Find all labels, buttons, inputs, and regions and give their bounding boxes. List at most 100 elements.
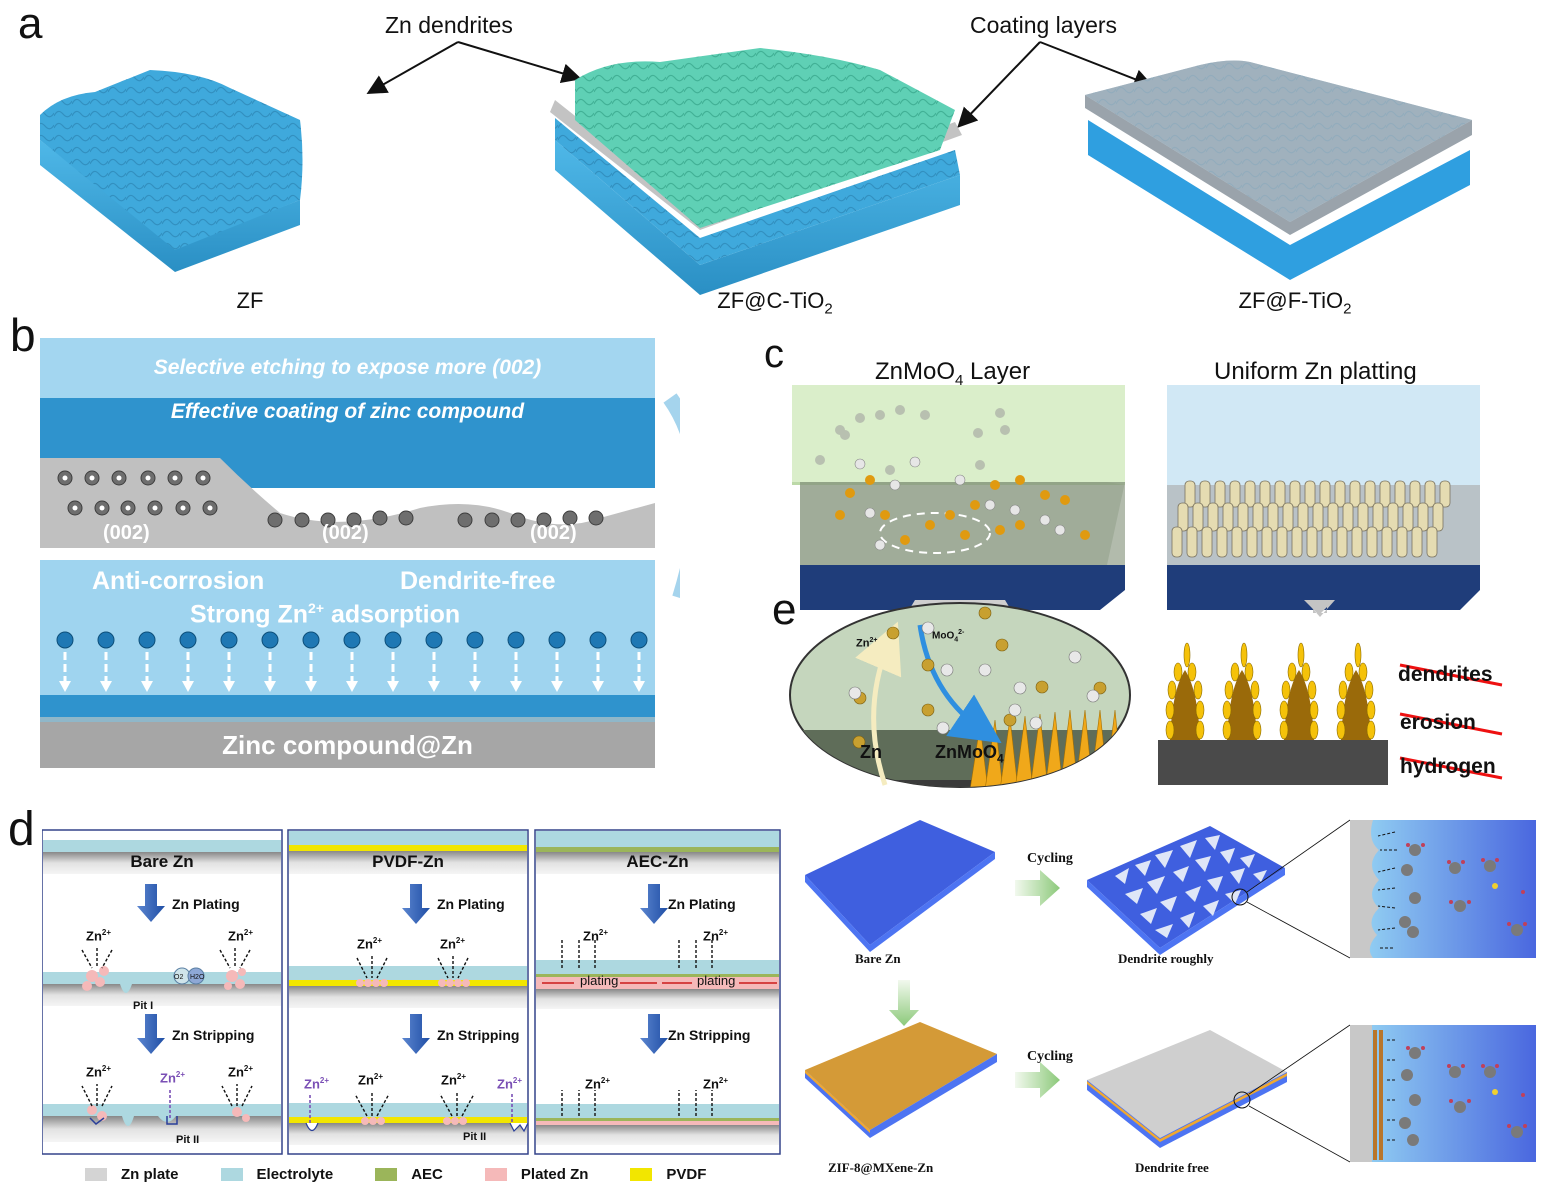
- f-zif8-mxene-label: ZIF-8@MXene-Zn: [828, 1160, 934, 1175]
- solvated-zn-ions: [1399, 843, 1527, 1146]
- zn-ion-arrows: [56, 631, 648, 692]
- f-cycling-top: Cycling: [1027, 851, 1073, 866]
- d-ion-14: Zn2+: [585, 1076, 611, 1092]
- f-dendrite-roughly-label: Dendrite roughly: [1118, 951, 1214, 966]
- panel-a-illustration: [40, 41, 1472, 295]
- e-ion-zn: Zn2+: [856, 637, 878, 650]
- callout-arrows: [366, 41, 1154, 128]
- d-ion-2: Zn2+: [228, 928, 254, 944]
- callout-coating-layers: Coating layers: [970, 12, 1118, 38]
- legend-item-pvdf: PVDF: [630, 1166, 706, 1183]
- d-o2-label: O2: [174, 974, 184, 981]
- d-ion-3: Zn2+: [357, 936, 383, 952]
- ion-flux-arrows: [81, 940, 713, 1117]
- d-ion-11: Zn2+: [358, 1072, 384, 1088]
- d-col1-stripping: Zn Stripping: [172, 1027, 255, 1043]
- d-column-frames: [42, 829, 781, 1155]
- d-ion-9: Zn2+: [228, 1064, 254, 1080]
- zf-ftio2-slab: [1085, 60, 1472, 280]
- zf-slab: [40, 70, 303, 272]
- sample-label-zf-ctio2: ZF@C-TiO2: [717, 288, 833, 318]
- d-ion-8: Zn2+: [160, 1070, 186, 1086]
- legend-item-zn-plate: Zn plate: [85, 1166, 179, 1183]
- panel-e-illustration: [789, 600, 1503, 788]
- e-znmoo4-label: ZnMoO4: [935, 742, 1004, 766]
- d-ion-15: Zn2+: [703, 1076, 729, 1092]
- legend-item-electrolyte: Electrolyte: [220, 1166, 333, 1183]
- b-bottom-label: Zinc compound@Zn: [222, 730, 473, 760]
- uniform-platelets: [1171, 480, 1451, 558]
- d-pit2-label-pvdf: Pit II: [463, 1131, 487, 1143]
- callout-zn-dendrites: Zn dendrites: [385, 12, 513, 38]
- d-ion-10: Zn2+: [304, 1076, 330, 1092]
- panel-label-a: a: [18, 0, 43, 48]
- panel-label-c: c: [764, 332, 784, 376]
- d-pit1-label: Pit I: [133, 1000, 154, 1012]
- sample-label-zf-ftio2: ZF@F-TiO2: [1238, 288, 1352, 318]
- d-col1-title: Bare Zn: [130, 852, 194, 871]
- d-col2-title: PVDF-Zn: [372, 852, 444, 871]
- sample-label-zf: ZF: [236, 288, 264, 313]
- e-ion-moo4: MoO42-: [932, 629, 965, 644]
- ion-flux-lines: [1377, 831, 1397, 1141]
- b-facet-label-2: (002): [322, 522, 369, 544]
- d-ion-4: Zn2+: [440, 936, 466, 952]
- c-right-title: Uniform Zn platting: [1214, 358, 1417, 385]
- b-top-banner: Selective etching to expose more (002): [153, 356, 542, 379]
- legend-item-aec: AEC: [375, 1166, 443, 1183]
- d-col1-plating: Zn Plating: [172, 896, 240, 912]
- d-col3-title: AEC-Zn: [626, 852, 689, 871]
- d-plating-word-2: plating: [697, 973, 736, 988]
- plated-zn-deposits: [82, 966, 470, 1125]
- zn-atoms-row: [57, 470, 604, 528]
- e-suppressed-dendrites: dendrites: [1398, 663, 1493, 686]
- d-col2-plating: Zn Plating: [437, 896, 505, 912]
- f-dendrite-free-label: Dendrite free: [1135, 1160, 1209, 1175]
- panel-label-d: d: [8, 803, 35, 856]
- b-dendrite-free: Dendrite-free: [400, 567, 556, 595]
- d-ion-5: Zn2+: [583, 928, 609, 944]
- panel-c-illustration: [792, 385, 1480, 625]
- e-suppressed-hydrogen: hydrogen: [1400, 755, 1496, 778]
- process-arrows: [137, 884, 668, 1054]
- ions-left: [815, 405, 1090, 551]
- d-col3-stripping: Zn Stripping: [668, 1027, 751, 1043]
- d-ion-13: Zn2+: [497, 1076, 523, 1092]
- panel-label-e: e: [772, 585, 797, 634]
- zf-ctio2-slab: [550, 48, 962, 295]
- d-ion-6: Zn2+: [703, 928, 729, 944]
- e-zn-label: Zn: [860, 742, 882, 762]
- panel-label-b: b: [10, 309, 36, 361]
- legend-swatch-aec: [375, 1168, 398, 1181]
- zif-layer: [1373, 1030, 1383, 1160]
- plated-columns: [1165, 642, 1376, 740]
- e-suppressed-erosion: erosion: [1400, 711, 1476, 734]
- dendrite-flakes: [1115, 835, 1267, 938]
- d-ion-12: Zn2+: [441, 1072, 467, 1088]
- c-left-title: ZnMoO4 Layer: [875, 358, 1031, 389]
- legend-swatch-zn-plate: [85, 1168, 107, 1181]
- f-bare-zn-label: Bare Zn: [855, 951, 901, 966]
- panel-b-illustration: [40, 338, 680, 768]
- panel-f-illustration: [805, 819, 1536, 1163]
- d-col2-stripping: Zn Stripping: [437, 1027, 520, 1043]
- ion-flux-arrows-purple: [169, 1088, 513, 1123]
- d-h2o-label: H2O: [190, 974, 205, 981]
- b-facet-label-1: (002): [103, 522, 150, 544]
- strike-lines: [1399, 663, 1503, 780]
- legend-swatch-plated-zn: [484, 1168, 507, 1181]
- d-ion-1: Zn2+: [86, 928, 112, 944]
- f-cycling-bottom: Cycling: [1027, 1049, 1073, 1064]
- b-adsorption-text: Strong Zn2+ adsorption: [190, 600, 461, 629]
- legend-swatch-pvdf: [630, 1168, 653, 1181]
- b-anti-corrosion: Anti-corrosion: [92, 567, 265, 595]
- d-ion-7: Zn2+: [86, 1064, 112, 1080]
- panel-d-illustration: [42, 829, 781, 1155]
- legend-item-plated-zn: Plated Zn: [484, 1166, 588, 1183]
- d-pit2-label-bare: Pit II: [176, 1134, 200, 1146]
- d-plating-word-1: plating: [580, 973, 619, 988]
- cycle-arrow: [663, 393, 680, 598]
- d-legend: Zn plate Electrolyte AEC Plated Zn PVDF: [85, 1166, 706, 1183]
- b-coating-text: Effective coating of zinc compound: [170, 400, 525, 423]
- legend-swatch-electrolyte: [220, 1168, 243, 1181]
